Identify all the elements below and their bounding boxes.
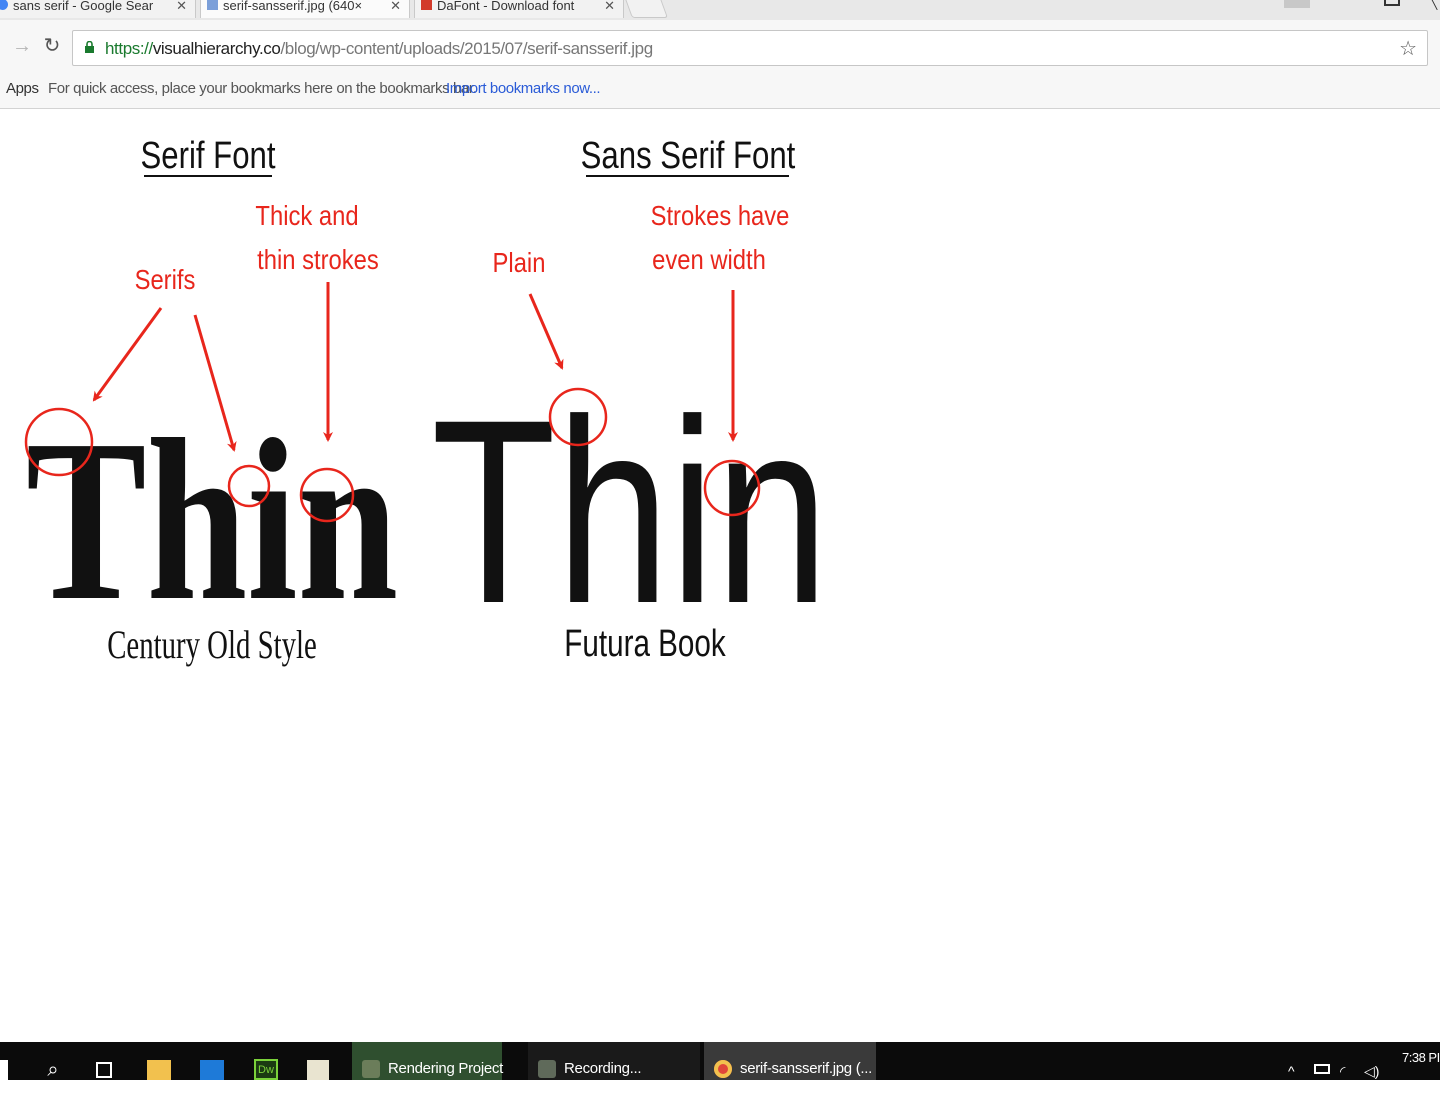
taskbar-app-rendering[interactable]: Rendering Project — [352, 1042, 503, 1080]
premiere-icon — [362, 1060, 380, 1078]
tab-strip: sans serif - Google Sear ✕ serif-sansser… — [0, 0, 1440, 20]
taskbar: ⌕ Dw Rendering Project Recording... seri… — [0, 1042, 1440, 1081]
arrow-plain — [528, 293, 564, 370]
image-viewer: Serif Font Sans Serif Font Thick and thi… — [0, 110, 1440, 1042]
maximize-icon[interactable] — [1384, 0, 1400, 6]
volume-icon[interactable]: ◁) — [1364, 1063, 1380, 1079]
windows-icon — [0, 1060, 8, 1080]
editor-icon[interactable] — [305, 1042, 333, 1080]
sans-sample-word: Thin — [431, 364, 829, 657]
address-bar[interactable]: https://visualhierarchy.co/blog/wp-conte… — [72, 30, 1428, 66]
chrome-icon — [714, 1060, 732, 1078]
lock-icon — [85, 41, 94, 53]
wifi-icon[interactable]: ◜ — [1340, 1063, 1346, 1079]
battery-icon[interactable] — [1314, 1042, 1332, 1080]
store-icon[interactable] — [198, 1042, 226, 1080]
sans-heading: Sans Serif Font — [581, 135, 796, 177]
arrow-serifs-1 — [92, 307, 163, 402]
tab-google-search[interactable]: sans serif - Google Sear ✕ — [0, 0, 196, 18]
taskbar-app-chrome[interactable]: serif-sansserif.jpg (... — [704, 1042, 876, 1080]
sans-font-name: Futura Book — [564, 623, 726, 665]
file-explorer-icon[interactable] — [145, 1042, 173, 1080]
chevron-up-icon[interactable]: ^ — [1288, 1063, 1295, 1079]
tab-title: DaFont - Download font — [437, 0, 575, 13]
tab-title: sans serif - Google Sear — [13, 0, 154, 13]
serif-heading: Serif Font — [140, 135, 275, 177]
clock-time[interactable]: 7:38 PI — [1402, 1050, 1440, 1065]
close-tab-icon[interactable]: ✕ — [604, 0, 615, 13]
taskbar-app-recording[interactable]: Recording... — [528, 1042, 700, 1080]
annotation-even-width-1: Strokes have — [651, 199, 790, 231]
minimize-icon[interactable] — [1284, 0, 1310, 8]
new-tab-button[interactable] — [623, 0, 669, 18]
annotation-thick-thin-2: thin strokes — [257, 243, 379, 275]
reload-icon[interactable]: ↻ — [43, 35, 61, 57]
close-tab-icon[interactable]: ✕ — [390, 0, 401, 13]
google-icon — [0, 0, 8, 10]
circle-sans-t — [548, 387, 608, 447]
annotation-even-width-2: even width — [652, 243, 766, 275]
dafont-icon — [421, 0, 432, 10]
task-view-icon[interactable] — [90, 1042, 120, 1080]
circle-sans-n — [703, 459, 761, 517]
tab-image[interactable]: serif-sansserif.jpg (640× ✕ — [200, 0, 410, 18]
serif-font-name: Century Old Style — [107, 622, 317, 667]
circle-serif-t — [24, 407, 94, 477]
dreamweaver-icon[interactable]: Dw — [252, 1042, 280, 1080]
tab-dafont[interactable]: DaFont - Download font ✕ — [414, 0, 624, 18]
bookmarks-bar: Apps For quick access, place your bookma… — [0, 76, 1440, 109]
bookmark-star-icon[interactable]: ☆ — [1399, 38, 1417, 60]
search-icon[interactable]: ⌕ — [47, 1059, 59, 1081]
close-tab-icon[interactable]: ✕ — [176, 0, 187, 13]
apps-shortcut[interactable]: Apps — [6, 80, 39, 97]
browser-toolbar: → ↻ https://visualhierarchy.co/blog/wp-c… — [0, 20, 1440, 76]
annotation-thick-thin-1: Thick and — [255, 199, 358, 231]
serif-sansserif-image: Serif Font Sans Serif Font Thick and thi… — [24, 135, 829, 667]
forward-icon[interactable]: → — [12, 35, 32, 57]
arrow-serifs-2 — [193, 314, 237, 452]
recorder-icon — [538, 1060, 556, 1078]
serif-sample-word: Thin — [26, 393, 398, 649]
url-text: https://visualhierarchy.co/blog/wp-conte… — [105, 39, 653, 58]
annotation-plain: Plain — [493, 246, 546, 278]
bookmarks-hint: For quick access, place your bookmarks h… — [48, 80, 477, 97]
circle-serif-n — [299, 467, 355, 523]
image-icon — [207, 0, 218, 10]
start-button[interactable] — [0, 1042, 10, 1080]
close-window-icon[interactable]: ╲ — [1430, 0, 1438, 10]
tab-title: serif-sansserif.jpg (640× — [223, 0, 363, 13]
import-bookmarks-link[interactable]: Import bookmarks now... — [446, 80, 601, 97]
circle-serif-i — [227, 464, 271, 508]
annotation-serifs: Serifs — [135, 263, 196, 295]
